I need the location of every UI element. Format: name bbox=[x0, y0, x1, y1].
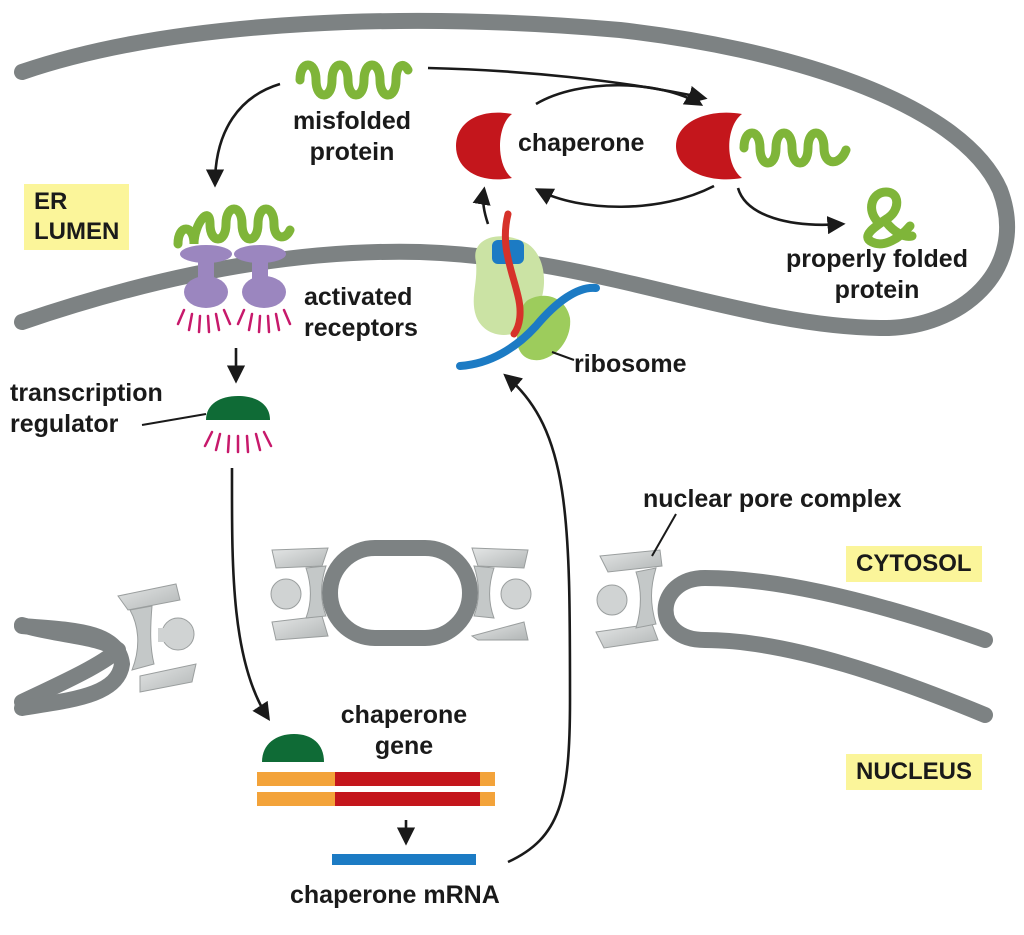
arrow-mrna-to-ribosome bbox=[503, 373, 572, 864]
folded-line-2: protein bbox=[834, 276, 920, 304]
misfolded-line-1: misfolded bbox=[292, 107, 412, 135]
nuclear-envelope-middle bbox=[322, 540, 478, 646]
label-ribosome: ribosome bbox=[574, 350, 687, 378]
cytosol-box: CYTOSOL bbox=[846, 546, 982, 582]
arrow-ribosome-to-chaperone bbox=[472, 186, 491, 225]
label-nuclear-pore-complex: nuclear pore complex bbox=[643, 485, 902, 513]
ribosome-shape bbox=[473, 236, 571, 361]
chaperone-bound bbox=[676, 112, 742, 180]
activated-receptor-left bbox=[180, 245, 232, 308]
gene-line-2: gene bbox=[374, 732, 434, 760]
receptors-line-1: activated bbox=[304, 283, 413, 311]
gene-line-1: chaperone bbox=[340, 701, 468, 729]
er-lumen-line-1: ER bbox=[34, 188, 68, 215]
misfolded-line-2: protein bbox=[309, 138, 395, 166]
flow-arrows bbox=[205, 66, 846, 864]
nuclear-envelope-right bbox=[657, 569, 993, 723]
nuclear-pore-middle-left bbox=[270, 547, 329, 641]
receptor-bound-protein bbox=[173, 204, 295, 249]
label-activated-receptors: activated receptors bbox=[304, 282, 418, 344]
label-chaperone-mrna: chaperone mRNA bbox=[290, 881, 500, 909]
arrow-chaperone-release bbox=[534, 184, 715, 209]
transcription-regulator-shape bbox=[206, 396, 270, 420]
chaperone-gene-dna bbox=[257, 772, 495, 806]
arrow-misfolded-to-chaperone bbox=[427, 66, 708, 104]
regulator-line-2: regulator bbox=[10, 410, 119, 438]
label-transcription-regulator: transcription regulator bbox=[10, 378, 163, 440]
gene-bound-regulator bbox=[262, 734, 324, 762]
er-membrane-outer bbox=[14, 12, 1016, 337]
leader-nuclear-pore bbox=[651, 513, 677, 557]
regulator-line-1: transcription bbox=[10, 379, 163, 407]
arrow-regulator-to-gene bbox=[230, 467, 270, 722]
er-lumen-box: ER LUMEN bbox=[24, 184, 130, 250]
label-misfolded-protein: misfolded protein bbox=[274, 106, 430, 168]
arrow-misfolded-to-receptors bbox=[205, 82, 281, 188]
leader-ribosome bbox=[551, 351, 575, 361]
nuclear-pore-middle-right bbox=[470, 547, 532, 641]
folded-protein bbox=[863, 187, 917, 249]
label-chaperone: chaperone bbox=[518, 129, 645, 157]
chaperone-mrna-strand bbox=[332, 854, 476, 865]
label-properly-folded-protein: properly folded protein bbox=[770, 244, 984, 306]
label-chaperone-gene: chaperone gene bbox=[324, 700, 484, 762]
nascent-chain bbox=[501, 210, 524, 338]
receptors-line-2: receptors bbox=[304, 314, 418, 342]
nuclear-pore-right bbox=[595, 549, 663, 649]
receptor-signal-lines bbox=[176, 308, 292, 334]
nuclear-envelope-left-bend bbox=[14, 618, 131, 716]
nucleus-box: NUCLEUS bbox=[846, 754, 983, 790]
folded-line-1: properly folded bbox=[786, 245, 968, 273]
bound-protein-chain bbox=[739, 128, 851, 168]
nuclear-pore-left bbox=[117, 583, 197, 693]
ribosome-mrna bbox=[456, 283, 600, 370]
er-lumen-line-2: LUMEN bbox=[34, 218, 120, 245]
activated-receptor-right bbox=[234, 245, 286, 308]
regulator-signal-lines bbox=[203, 430, 273, 454]
arrow-chaperone-binding bbox=[535, 83, 704, 106]
chaperone-free bbox=[456, 112, 512, 180]
arrow-to-folded-protein bbox=[736, 187, 846, 235]
leader-transcription-regulator bbox=[141, 413, 207, 426]
misfolded-protein-chain bbox=[295, 60, 413, 100]
